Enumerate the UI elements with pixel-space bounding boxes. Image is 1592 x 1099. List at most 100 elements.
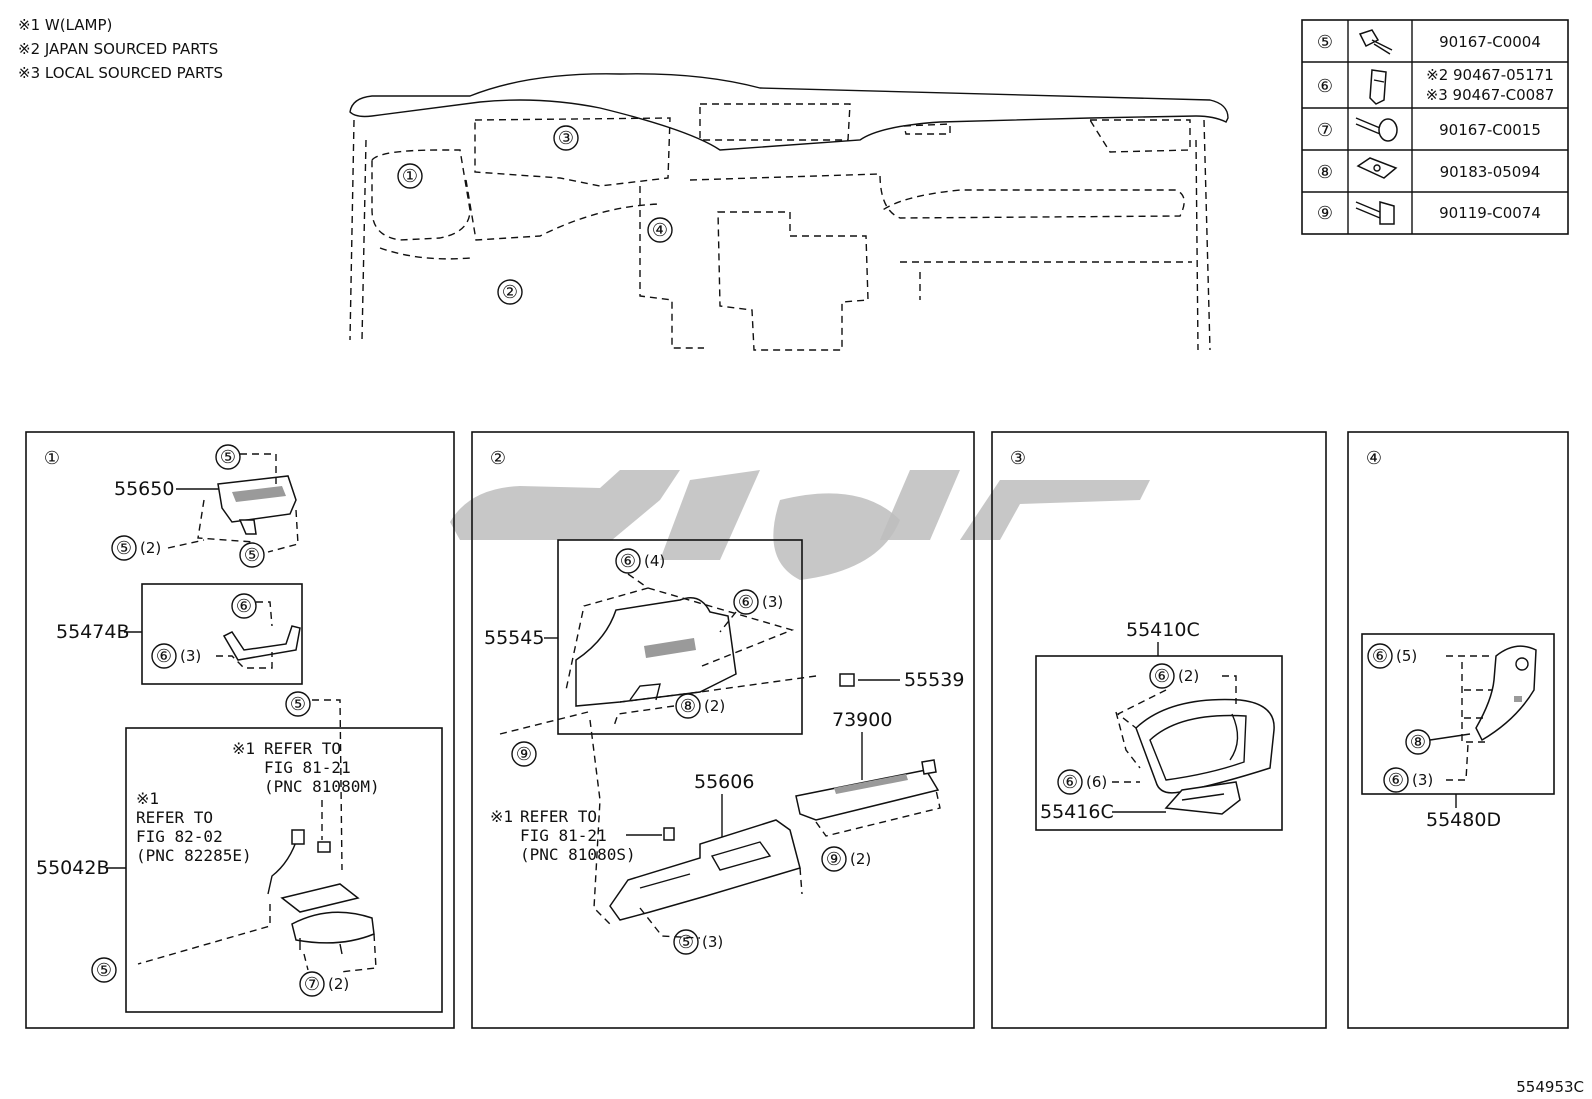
callout-qty: (3) — [702, 933, 723, 951]
panel-number: ② — [490, 448, 506, 469]
ref-text: FIG 82-02 — [136, 827, 223, 846]
ref-text: REFER TO — [136, 808, 213, 827]
air-vent-part — [217, 475, 297, 535]
lamp-assembly-part — [267, 829, 375, 955]
callout-qty: (3) — [180, 647, 201, 665]
panel-number: ③ — [1010, 448, 1026, 469]
table-row: ⑧ 90183-05094 — [1317, 157, 1541, 183]
ref-text: (PNC 82285E) — [136, 846, 252, 865]
callout-6: ⑥ — [620, 551, 636, 572]
ref-text: FIG 81-21 — [520, 826, 607, 845]
part-label-55042B: 55042B — [36, 857, 109, 879]
ref-text: REFER TO — [264, 739, 341, 758]
part-label-73900: 73900 — [832, 709, 892, 731]
callout-6: ⑥ — [236, 596, 252, 617]
callout-qty: (2) — [850, 850, 871, 868]
watermark-logo — [450, 470, 1150, 580]
table-ref: ⑨ — [1317, 203, 1333, 224]
meter-hood-part — [1135, 698, 1275, 794]
table-row: ⑥ ※2 90467-05171 ※3 90467-C0087 — [1317, 66, 1555, 105]
part-label-55606: 55606 — [694, 771, 754, 793]
control-panel-part-73900 — [795, 759, 940, 821]
overview-callout-4: ④ — [652, 220, 668, 241]
fastener-table: ⑤ 90167-C0004 ⑥ ※2 90467-05171 ※3 90467-… — [1301, 19, 1569, 235]
clip-part-55539 — [839, 673, 855, 687]
panel-number: ① — [44, 448, 60, 469]
ref-text: (PNC 81080M) — [264, 777, 380, 796]
callout-qty: (2) — [1178, 667, 1199, 685]
callout-6: ⑥ — [738, 592, 754, 613]
table-ref: ⑦ — [1317, 120, 1333, 141]
panel-2: ② 55545 ⑥ (4) ⑥ (3) ⑧ (2) ⑨ 55539 73900 — [471, 431, 975, 1029]
bracket-part-55606 — [609, 819, 801, 921]
callout-6: ⑥ — [1154, 666, 1170, 687]
ref-mark: ※1 — [232, 739, 255, 758]
table-part-number: ※2 90467-05171 — [1426, 66, 1554, 84]
part-label-55545: 55545 — [484, 627, 544, 649]
screw-icon — [1355, 117, 1398, 142]
panel-3: ③ 55410C ⑥ (2) ⑥ (6) 55416C — [991, 431, 1327, 1029]
callout-8: ⑧ — [1410, 732, 1426, 753]
part-label-55474B: 55474B — [56, 621, 129, 643]
table-part-number: 90183-05094 — [1440, 163, 1541, 181]
ref-text: FIG 81-21 — [264, 758, 351, 777]
callout-6: ⑥ — [156, 646, 172, 667]
legend-notes: ※1 W(LAMP) ※2 JAPAN SOURCED PARTS ※3 LOC… — [18, 16, 223, 82]
table-ref: ⑥ — [1317, 76, 1333, 97]
callout-qty: (2) — [328, 975, 349, 993]
callout-5: ⑤ — [244, 545, 260, 566]
callout-6: ⑥ — [1062, 772, 1078, 793]
panel-4: ④ ⑥ (5) ⑧ ⑥ (3) 55480D — [1347, 431, 1569, 1029]
table-part-number-alt: ※3 90467-C0087 — [1426, 86, 1555, 104]
table-row: ⑤ 90167-C0004 — [1317, 29, 1541, 55]
note-2: ※2 JAPAN SOURCED PARTS — [18, 40, 218, 58]
table-part-number: 90167-C0015 — [1439, 121, 1541, 139]
callout-9: ⑨ — [826, 849, 842, 870]
callout-6: ⑥ — [1372, 646, 1388, 667]
callout-5: ⑤ — [290, 694, 306, 715]
trim-strip-part — [222, 625, 301, 661]
part-label-55416C: 55416C — [1040, 801, 1114, 823]
overview-callout-2: ② — [502, 282, 518, 303]
figure-id: 554953C — [1516, 1078, 1584, 1096]
ref-text: (PNC 81080S) — [520, 845, 636, 864]
table-row: ⑦ 90167-C0015 — [1317, 117, 1541, 142]
table-row: ⑨ 90119-C0074 — [1317, 201, 1541, 225]
ref-mark: ※1 — [136, 789, 159, 808]
callout-qty: (5) — [1396, 647, 1417, 665]
callout-qty: (4) — [644, 552, 665, 570]
overview-callout-3: ③ — [558, 128, 574, 149]
table-part-number: 90119-C0074 — [1439, 204, 1541, 222]
callout-qty: (2) — [140, 539, 161, 557]
table-ref: ⑧ — [1317, 162, 1333, 183]
callout-8: ⑧ — [680, 696, 696, 717]
table-part-number: 90167-C0004 — [1439, 33, 1541, 51]
overview-callout-1: ① — [402, 166, 418, 187]
callout-5: ⑤ — [96, 960, 112, 981]
callout-qty: (6) — [1086, 773, 1107, 791]
table-ref: ⑤ — [1317, 32, 1333, 53]
panel-number: ④ — [1366, 448, 1382, 469]
nut-icon — [1356, 157, 1398, 179]
meter-cover-part — [1164, 781, 1241, 815]
lower-panel-part — [575, 597, 737, 707]
panel-1: ① 55650 ⑤ ⑤ (2) ⑤ 55474B ⑥ ⑥ (3) — [25, 431, 455, 1029]
part-label-55539: 55539 — [904, 669, 964, 691]
callout-5: ⑤ — [678, 932, 694, 953]
callout-qty: (3) — [1412, 771, 1433, 789]
part-label-55480D: 55480D — [1426, 809, 1501, 831]
callout-qty: (2) — [704, 697, 725, 715]
ref-text: REFER TO — [520, 807, 597, 826]
callout-5: ⑤ — [220, 447, 236, 468]
clip-icon — [1369, 69, 1387, 105]
callout-qty: (3) — [762, 593, 783, 611]
callout-7: ⑦ — [304, 974, 320, 995]
dashboard-overview: ① ② ③ ④ — [349, 73, 1229, 351]
callout-6: ⑥ — [1388, 770, 1404, 791]
bolt-icon — [1358, 29, 1393, 55]
bolt-washer-icon — [1355, 201, 1395, 225]
note-3: ※3 LOCAL SOURCED PARTS — [18, 64, 223, 82]
callout-9: ⑨ — [516, 744, 532, 765]
switch-panel-part — [1475, 645, 1537, 742]
